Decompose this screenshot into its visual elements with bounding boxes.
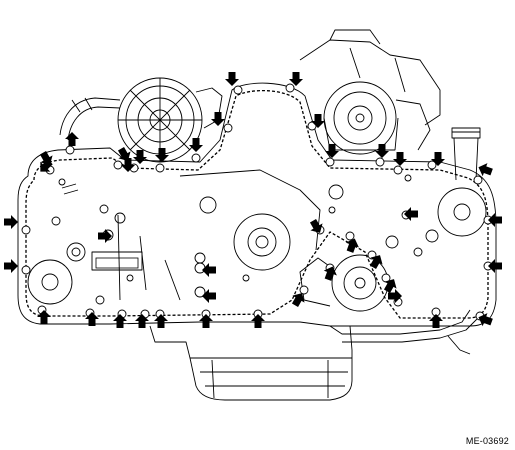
- gasket-line: [25, 89, 489, 319]
- filler-tube: [451, 127, 481, 181]
- oil-pan: [149, 325, 353, 401]
- arrow-icon: [488, 259, 502, 273]
- alternator: [117, 77, 223, 163]
- arrow-icon: [202, 289, 216, 303]
- arrow-icon: [404, 207, 418, 221]
- arrow-icon: [488, 213, 502, 227]
- arrow-icon: [393, 152, 407, 166]
- arrow-icon: [309, 219, 323, 233]
- arrow-icon: [311, 114, 325, 128]
- arrow-icon: [85, 312, 99, 326]
- left-cam-area: [27, 242, 143, 305]
- bolt-icon: [21, 83, 493, 321]
- figure-code: ME-03692: [465, 436, 509, 446]
- arrow-icon: [478, 313, 493, 327]
- stud: [61, 183, 79, 195]
- arrow-icon: [225, 72, 239, 86]
- arrow-icon: [429, 314, 443, 328]
- upper-bracket-outline: [299, 29, 441, 126]
- arrow-icon: [388, 289, 402, 303]
- arrow-icon: [98, 229, 112, 243]
- arrow-icon: [4, 259, 18, 273]
- cover-inner-edge: [117, 214, 147, 301]
- arrow-icon: [369, 255, 383, 269]
- label-plate: [95, 257, 139, 269]
- arrow-icon: [39, 151, 53, 165]
- arrow-icon: [154, 314, 168, 328]
- arrow-icon: [251, 314, 265, 328]
- arrow-icon: [155, 148, 169, 162]
- arrow-icon: [325, 144, 339, 158]
- arrow-icon: [375, 144, 389, 158]
- arrow-icon: [133, 150, 147, 164]
- right-cam-area: [425, 187, 487, 243]
- arrow-icon: [135, 314, 149, 328]
- cover-outline: [17, 82, 497, 327]
- arrow-icon: [202, 263, 216, 277]
- arrow-icon: [37, 310, 51, 324]
- crank-pulley: [233, 213, 291, 271]
- arrow-icon: [117, 147, 131, 161]
- arrow-icon: [478, 163, 493, 177]
- arrow-icon: [323, 266, 337, 281]
- arrow-icon: [113, 314, 127, 328]
- bottom-pipe: [329, 309, 479, 355]
- arrow-icon: [189, 138, 203, 152]
- arrow-icon: [345, 238, 359, 253]
- arrow-icon: [289, 72, 303, 86]
- left-pipe: [59, 97, 121, 141]
- ac-compressor: [323, 81, 431, 155]
- arrow-icon: [199, 314, 213, 328]
- arrow-icon: [4, 215, 18, 229]
- arrow-icon: [383, 279, 397, 293]
- arrow-icon-group: [4, 72, 502, 328]
- cover-inner-contour: [164, 169, 321, 301]
- arrow-icon: [65, 132, 79, 146]
- arrow-icon: [211, 112, 225, 126]
- arrow-icon: [291, 293, 305, 307]
- arrow-icon: [431, 152, 445, 166]
- arrow-icon: [121, 158, 135, 172]
